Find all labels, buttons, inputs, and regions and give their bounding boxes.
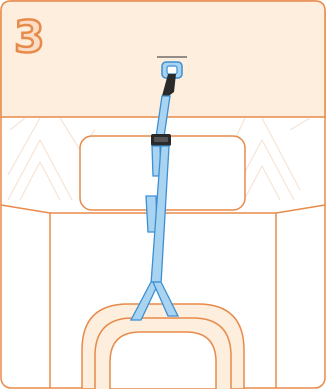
- seat-cushion-inner: [109, 331, 217, 389]
- strap-buckle-icon: [151, 134, 171, 146]
- step-number: 3: [13, 12, 46, 63]
- anchor-ring-icon: [161, 61, 183, 79]
- strap-right-leg: [152, 281, 180, 317]
- tether-hook: [162, 74, 176, 98]
- seatback-top-panel: [0, 0, 326, 118]
